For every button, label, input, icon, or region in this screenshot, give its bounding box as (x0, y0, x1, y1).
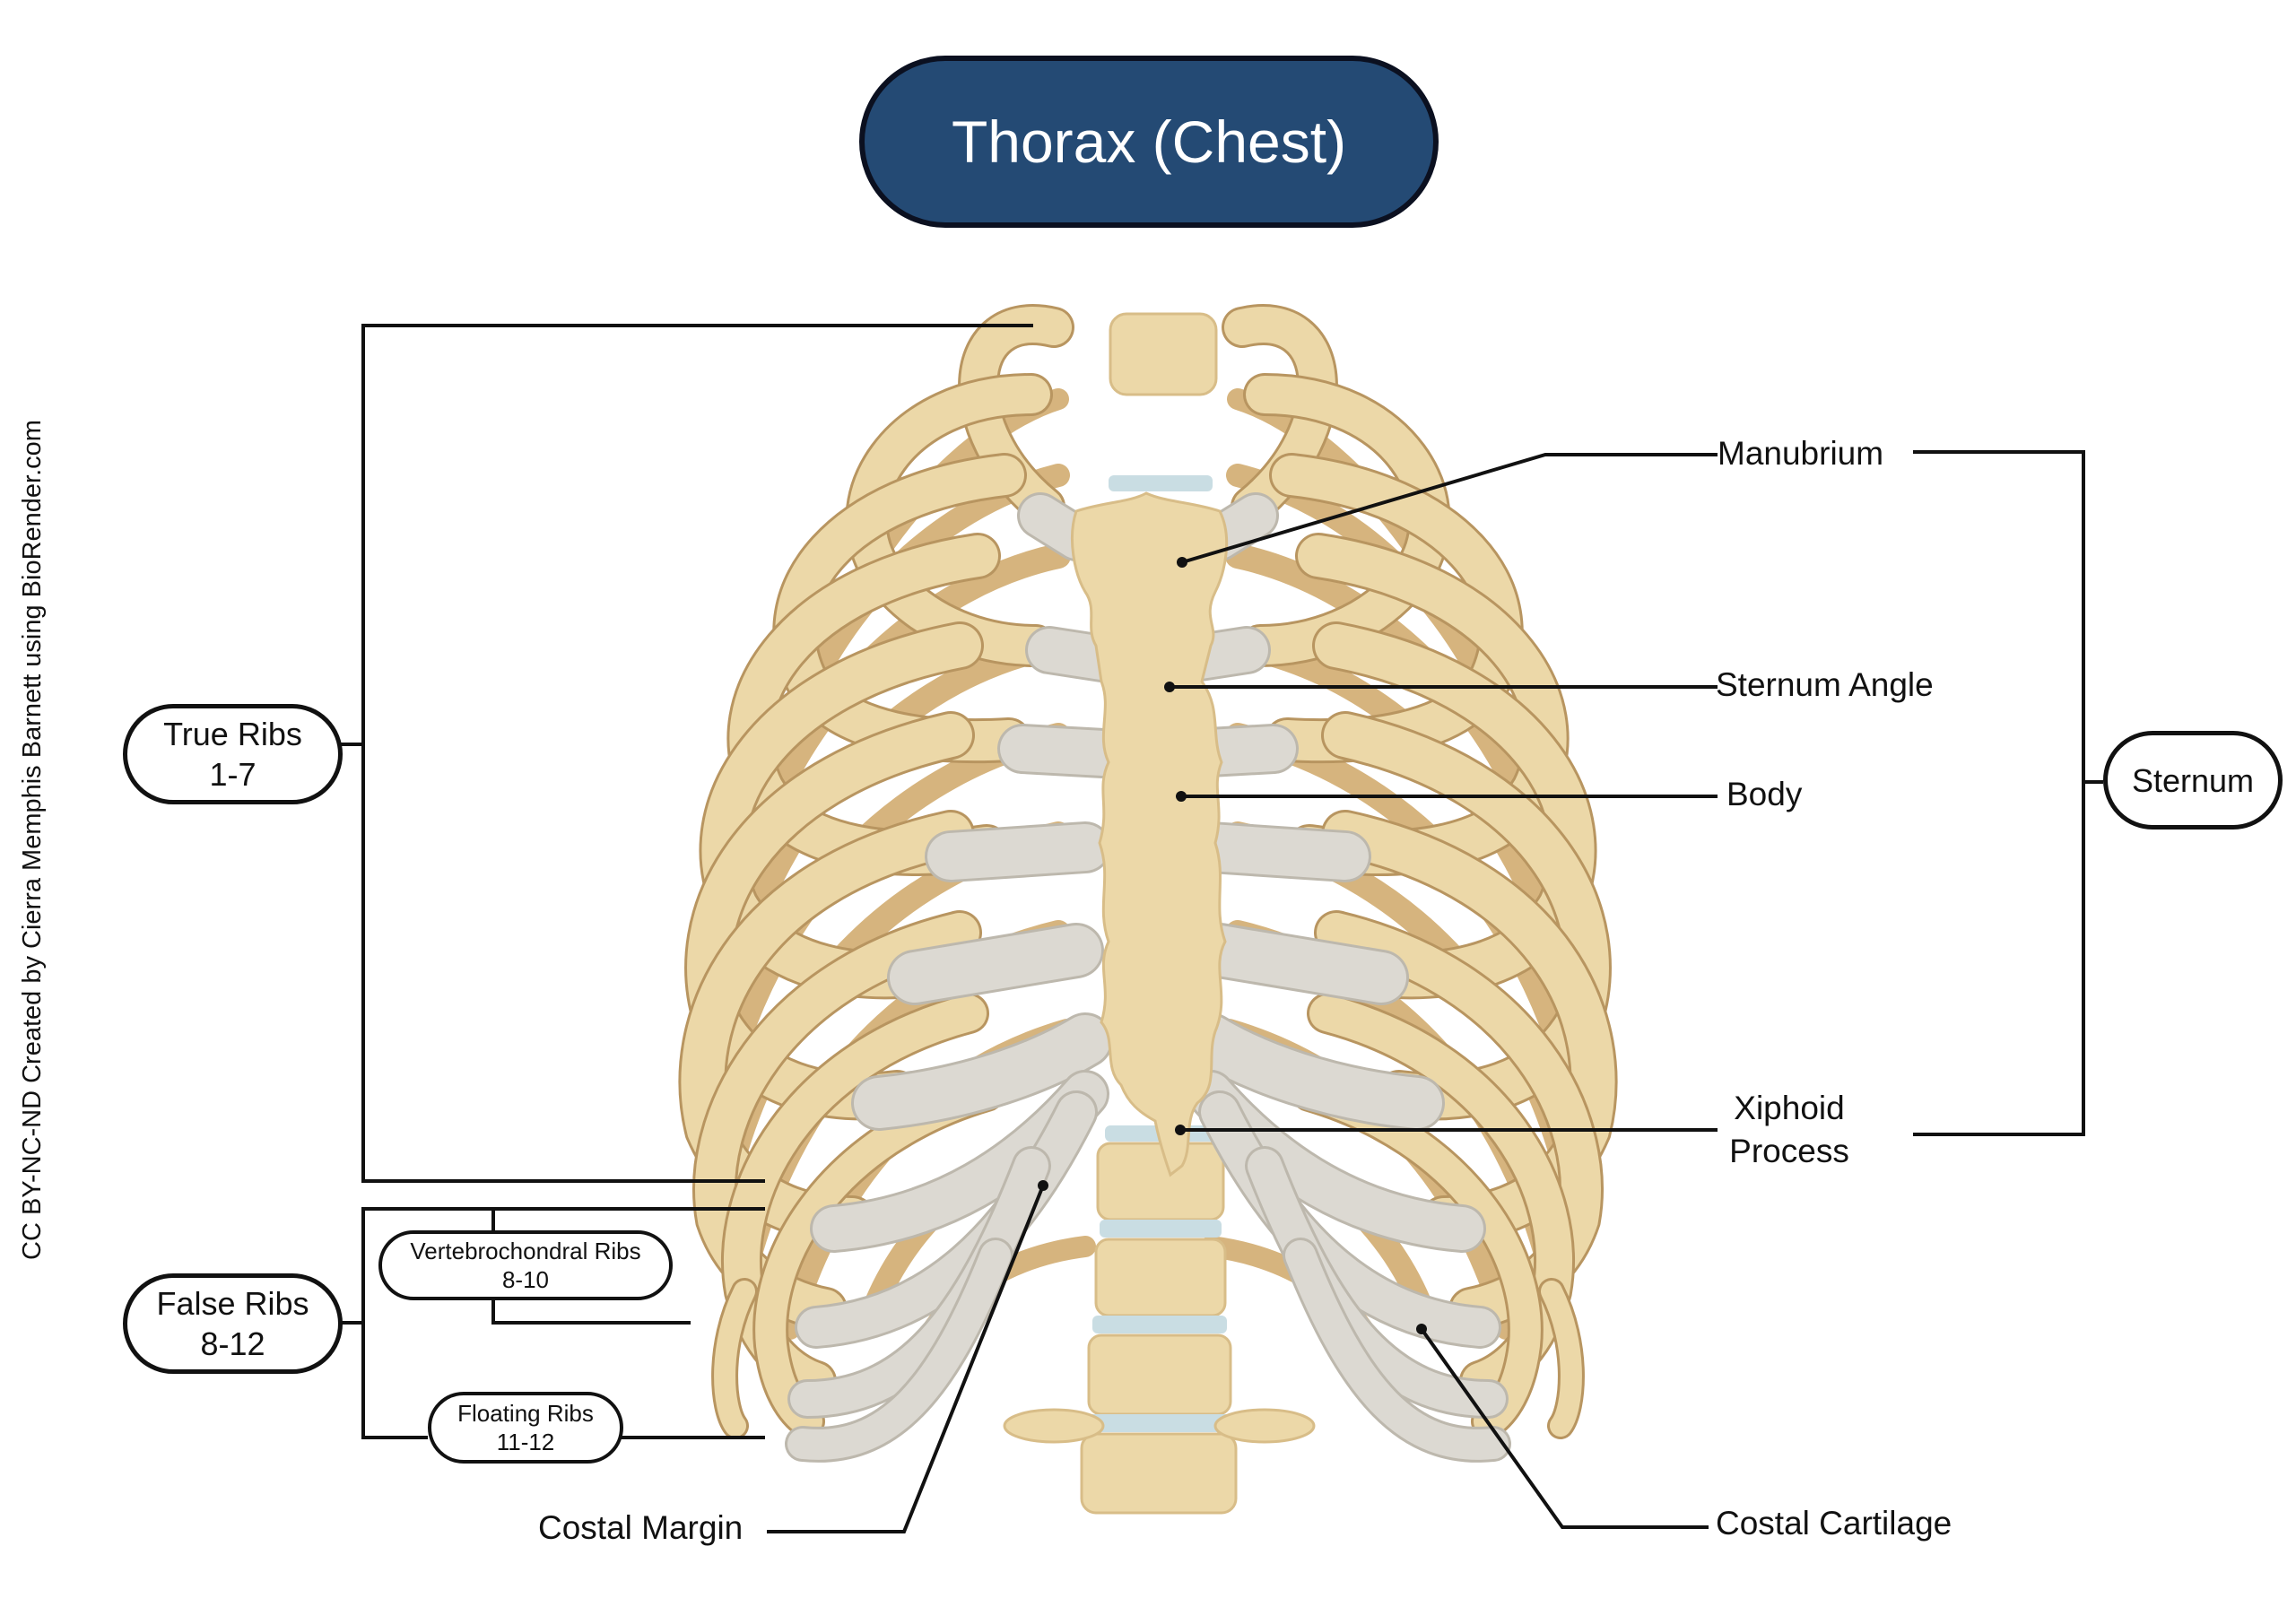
sternum-angle-label: Sternum Angle (1716, 666, 1934, 703)
vertebrochondral-ribs-range: 8-10 (501, 1266, 550, 1293)
xiphoid-line1: Xiphoid (1734, 1090, 1845, 1126)
floating-ribs-range: 11-12 (496, 1429, 555, 1455)
diagram-title: Thorax (Chest) (859, 56, 1439, 228)
rib-group-brackets (341, 324, 2103, 1439)
xiphoid-process-label: Xiphoid Process (1718, 1087, 1861, 1173)
sternum-pill: Sternum (2103, 731, 2283, 830)
vertebrochondral-ribs-label: Vertebrochondral Ribs (410, 1237, 641, 1264)
costal-cartilage-label: Costal Cartilage (1716, 1505, 1952, 1542)
true-ribs-range: 1-7 (209, 756, 257, 793)
false-ribs-pill: False Ribs 8-12 (123, 1273, 343, 1374)
vertebrochondral-ribs-pill: Vertebrochondral Ribs 8-10 (378, 1230, 673, 1300)
diagram-title-text: Thorax (Chest) (951, 109, 1347, 175)
xiphoid-line2: Process (1729, 1133, 1849, 1170)
floating-ribs-label: Floating Ribs (457, 1399, 594, 1427)
body-label: Body (1726, 776, 1803, 812)
anterior-ribs (678, 304, 1618, 1439)
vertebral-column (1003, 312, 1316, 1515)
manubrium-label: Manubrium (1718, 435, 1884, 472)
costal-margin-label: Costal Margin (538, 1509, 744, 1546)
sternum-shape (1070, 491, 1229, 1177)
true-ribs-label: True Ribs (163, 716, 302, 752)
false-ribs-label: False Ribs (156, 1285, 309, 1322)
floating-ribs (711, 1278, 1585, 1439)
floating-ribs-pill: Floating Ribs 11-12 (428, 1392, 623, 1464)
sternum-group-label: Sternum (2131, 761, 2255, 799)
false-ribs-range: 8-12 (200, 1325, 265, 1362)
costal-cartilages (785, 492, 1511, 1463)
leader-lines (767, 453, 1718, 1533)
true-ribs-pill: True Ribs 1-7 (123, 704, 343, 804)
